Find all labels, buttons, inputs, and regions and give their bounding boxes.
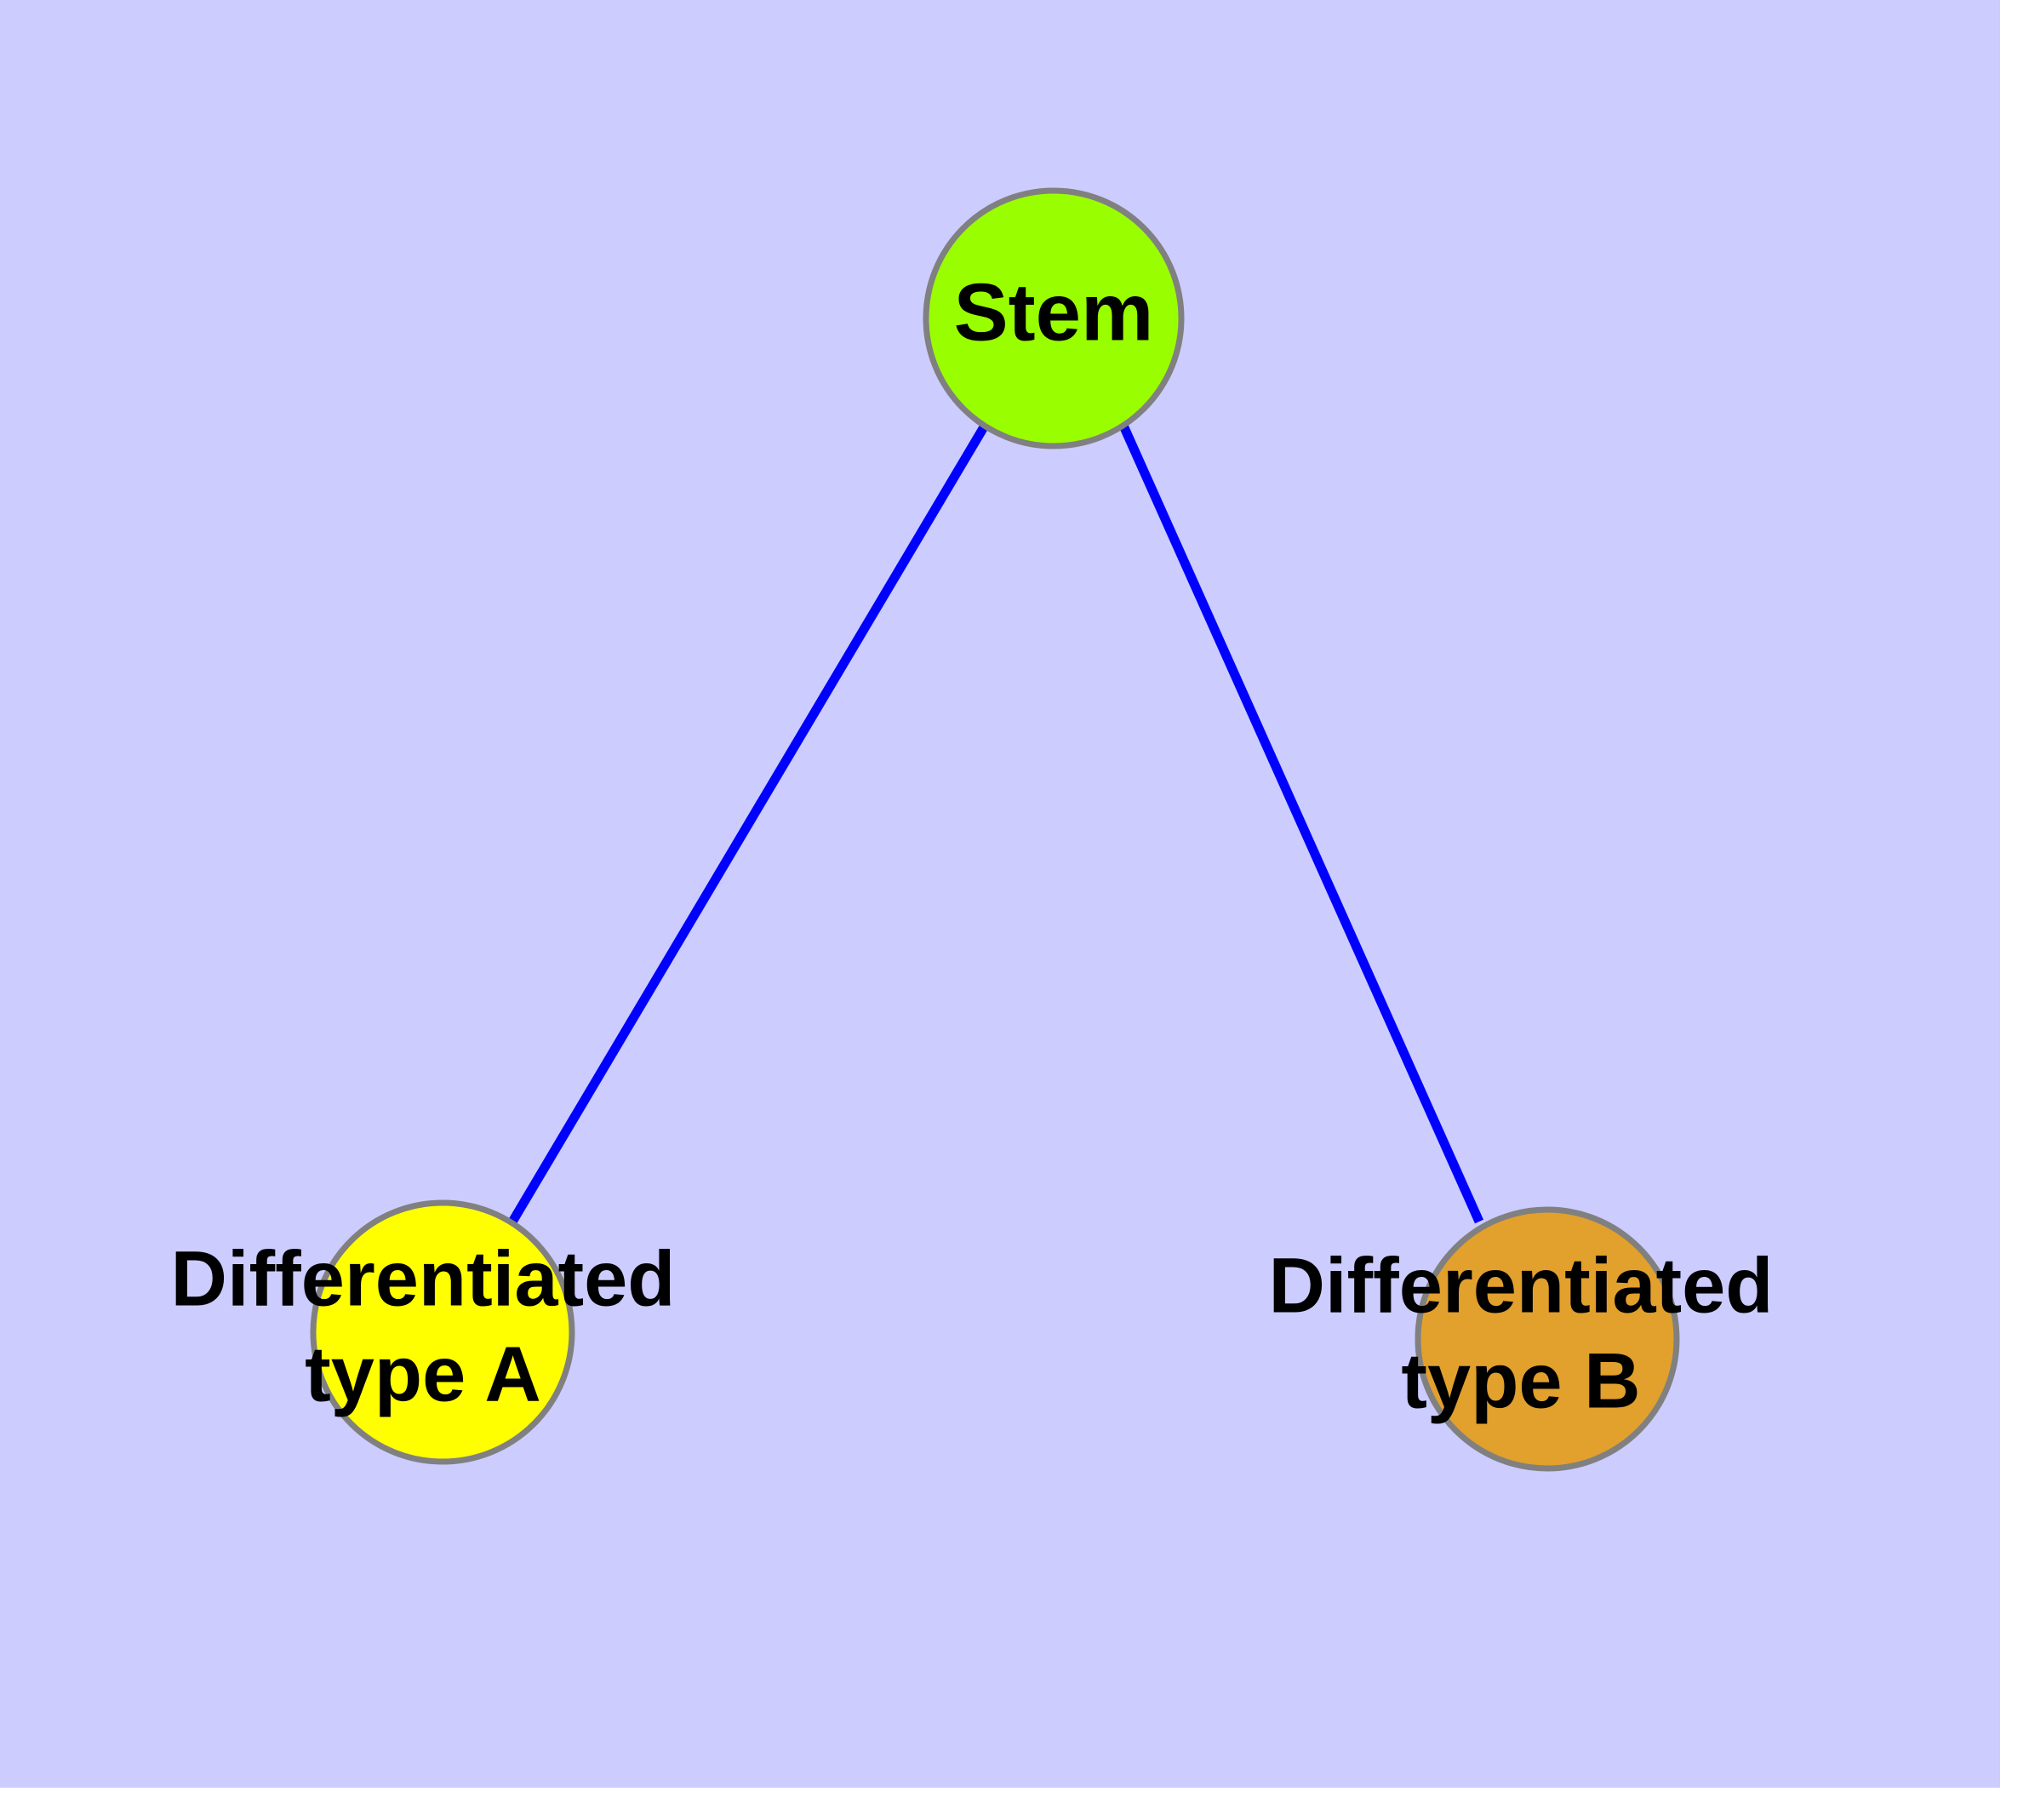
node-differentiated-type-b-label-line1: Differentiated xyxy=(1269,1242,1774,1329)
edge-stem-to-differentiated-type-a[interactable] xyxy=(507,423,989,1226)
edge-stem-to-differentiated-type-b[interactable] xyxy=(1118,423,1484,1224)
node-stem-label: Stem xyxy=(954,266,1154,358)
node-differentiated-type-b-label-line2: type B xyxy=(1401,1337,1640,1424)
node-differentiated-type-a-circle[interactable] xyxy=(310,1199,575,1465)
node-layer: Stem Differentiated type A Differentiate… xyxy=(171,187,1774,1472)
diagram-canvas: Stem Differentiated type A Differentiate… xyxy=(0,0,2000,1788)
node-differentiated-type-a[interactable]: Differentiated type A xyxy=(171,1199,676,1465)
edge-layer xyxy=(507,423,1484,1226)
node-differentiated-type-b[interactable]: Differentiated type B xyxy=(1269,1206,1774,1472)
node-differentiated-type-b-circle[interactable] xyxy=(1415,1206,1680,1472)
node-stem[interactable]: Stem xyxy=(923,187,1185,449)
node-differentiated-type-a-label-line2: type A xyxy=(305,1331,541,1417)
graph-svg: Stem Differentiated type A Differentiate… xyxy=(171,187,1774,1472)
node-stem-circle[interactable] xyxy=(923,187,1185,449)
node-differentiated-type-a-label-line1: Differentiated xyxy=(171,1235,676,1322)
